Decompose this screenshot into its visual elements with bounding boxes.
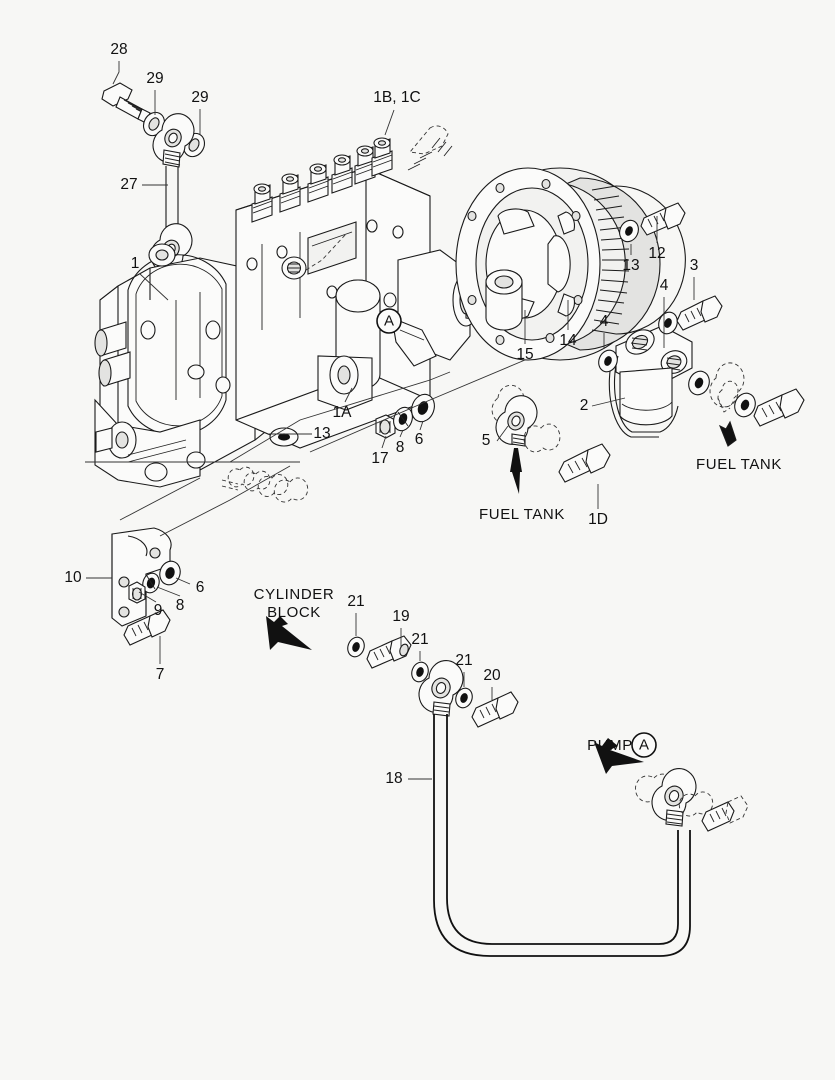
callout-5: 5 [482,432,491,449]
callout-29-b: 29 [191,89,208,106]
callout-17: 17 [371,450,388,467]
callout-15: 15 [516,346,533,363]
text-labels: FUEL TANK FUEL TANK CYLINDER BLOCK PUMP [254,456,782,754]
callout-19: 19 [392,608,409,625]
label-cylinder: CYLINDER [254,586,335,603]
bolt-3 [676,295,723,331]
pump-element-housing [235,137,505,449]
callout-8-b: 8 [176,597,185,614]
callout-3: 3 [690,257,699,274]
circle-tags: A A [376,308,657,758]
callout-13-a: 13 [313,425,330,442]
callout-21-b: 21 [411,631,428,648]
callout-12: 12 [648,245,665,262]
callout-4-a: 4 [660,277,669,294]
tag-a-body-circle [376,308,402,334]
callout-21-c: 21 [455,652,472,669]
callout-1a: 1A [333,404,353,421]
hollow-bolt-19 [366,635,412,669]
small-gaskets-group [85,371,451,463]
fuel-hose-assembly-18 [266,616,691,957]
callout-14: 14 [559,332,577,349]
fuel-filter-assembly-2 [591,277,723,438]
bolt-pump-end [701,795,749,832]
callout-6-b: 6 [196,579,205,596]
callout-8-a: 8 [396,439,405,456]
label-pump: PUMP [587,737,633,754]
bracket-assembly-10 [86,465,291,664]
tag-a-pump-circle [631,732,657,758]
callout-1: 1 [131,255,140,272]
callout-9: 9 [154,602,163,619]
nut-9 [128,581,146,604]
hose-banjo-upper [418,660,464,717]
delivery-valve-holders-1B-1C [251,137,393,223]
callout-2: 2 [580,397,589,414]
bolt-12 [640,202,686,236]
inlet-port-boss [281,256,307,280]
washer-6 [411,393,435,423]
label-block: BLOCK [267,604,321,621]
callout-numbers: 28 29 29 27 1 1B, 1C 13 12 3 4 4 14 15 2… [64,41,698,787]
callout-27: 27 [120,176,137,193]
fuel-tank-outlet-right [688,362,805,447]
tag-a-body-text: A [384,313,394,330]
callout-29-a: 29 [146,70,163,87]
callout-6-a: 6 [415,431,424,448]
callout-1b-1c: 1B, 1C [373,89,420,106]
banjo-fitting-5 [495,395,538,447]
callout-4-b: 4 [600,313,609,330]
lock-washer-8 [393,406,413,432]
lock-washer-8-bracket [142,572,160,594]
injection-pump-body-1 [94,243,281,488]
callout-7: 7 [156,666,165,683]
callout-13-b: 13 [622,257,639,274]
hose-banjo-lower [651,768,697,827]
drive-coupling-gear-14-15 [455,167,686,361]
hidden-hardware-chain [221,466,309,503]
tag-a-pump-text: A [639,737,649,754]
hidden-fastener-detail [305,125,453,271]
callout-28: 28 [110,41,127,58]
bolt-20 [471,691,519,728]
callout-18: 18 [385,770,402,787]
bolt-7 [123,609,171,646]
bolt-fuel-tank-right [753,388,805,427]
pump-end-banjo [594,738,749,832]
bolt-1D [558,443,611,483]
banjo-5-fuel-tank [491,384,611,509]
callout-10: 10 [64,569,82,586]
washer-6-bracket [159,560,181,586]
callout-21-a: 21 [347,593,364,610]
gear-teeth [591,185,686,335]
hidden-banjo-dashed [709,362,745,413]
washer-13-bolt-12 [619,202,686,255]
nut-17 [375,414,396,439]
label-fuel-tank-center: FUEL TANK [479,506,565,523]
callout-20: 20 [483,667,501,684]
callout-1d: 1D [588,511,608,528]
label-fuel-tank-right: FUEL TANK [696,456,782,473]
